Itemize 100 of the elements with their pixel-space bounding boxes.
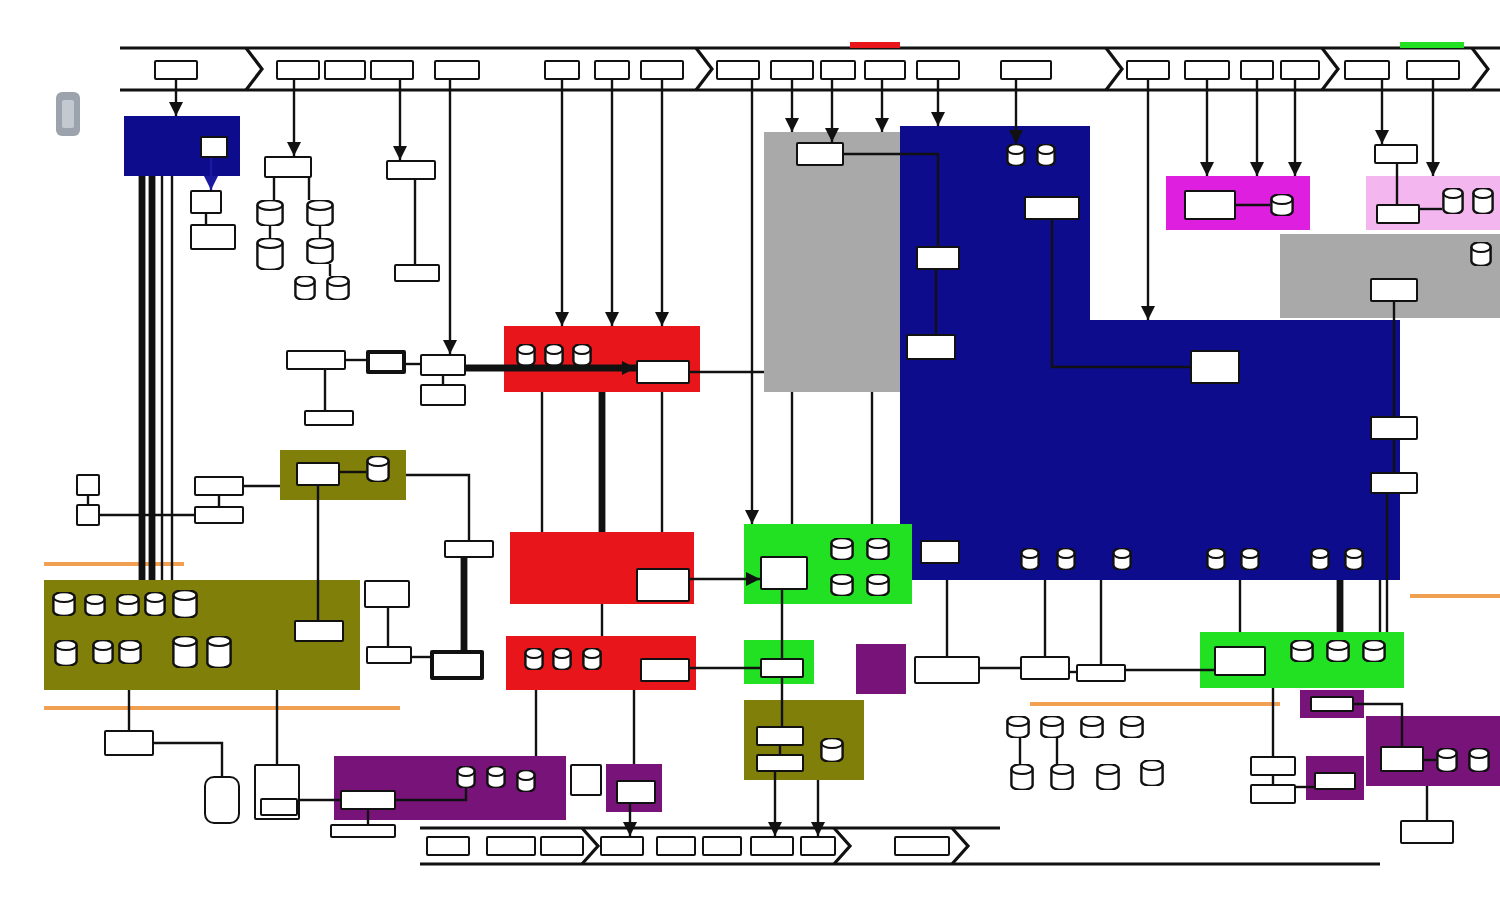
cylinder-symbol [1470, 242, 1492, 266]
connector-line [1296, 785, 1314, 789]
connector-line [1395, 164, 1399, 204]
connector-line [441, 376, 445, 384]
cylinder-symbol [1050, 764, 1074, 790]
connector-line [1043, 580, 1047, 656]
unit-box [190, 190, 222, 214]
connector-line [690, 370, 764, 374]
unit-box [916, 246, 960, 270]
connector-line [393, 80, 407, 160]
connector-line [217, 496, 221, 506]
unit-box [386, 160, 436, 180]
connector-line [1126, 668, 1214, 672]
unit-box [570, 764, 602, 796]
connector-line [1420, 207, 1442, 211]
unit-box [1380, 746, 1424, 772]
connector-line [1141, 80, 1155, 320]
unit-box [1280, 60, 1320, 80]
unit-box [200, 136, 228, 158]
unit-box [636, 360, 690, 384]
unit-box [760, 556, 808, 590]
unit-box [1126, 60, 1170, 80]
unit-box [1020, 656, 1070, 680]
connector-line [272, 178, 276, 200]
connector-line [870, 392, 874, 524]
unit-box [750, 836, 794, 856]
unit-box [920, 540, 960, 564]
unit-box [544, 60, 580, 80]
group-panel [44, 580, 360, 690]
cylinder-symbol [866, 574, 890, 596]
connector-line [844, 152, 940, 246]
connector-line [655, 80, 669, 326]
group-panel [506, 636, 696, 690]
unit-box [340, 790, 396, 810]
connector-line [690, 572, 760, 586]
unit-box [1250, 756, 1296, 776]
unit-box [716, 60, 760, 80]
connector-line [598, 392, 606, 532]
unit-box [304, 410, 354, 426]
cylinder-symbol [92, 640, 114, 664]
cylinder-symbol [1362, 640, 1386, 662]
unit-box [366, 646, 412, 664]
cylinder-symbol [866, 538, 890, 560]
cylinder-symbol [206, 636, 232, 668]
cylinder-symbol [820, 738, 844, 762]
cylinder-symbol [516, 344, 536, 366]
connector-line [307, 178, 311, 200]
unit-box [370, 60, 414, 80]
cylinder-symbol [516, 770, 536, 792]
unit-box [394, 264, 440, 282]
unit-box [540, 836, 584, 856]
cylinder-symbol [116, 594, 140, 616]
cylinder-symbol [1006, 144, 1026, 166]
cylinder-symbol [366, 456, 390, 482]
cylinder-symbol [1310, 548, 1330, 570]
connector-line [875, 80, 889, 132]
group-panel [900, 126, 1090, 320]
unit-box [204, 776, 240, 824]
connector-line [287, 80, 301, 156]
group-panel [856, 644, 906, 694]
unit-box [276, 60, 320, 80]
unit-box [1310, 696, 1354, 712]
group-panel [764, 132, 900, 392]
connector-line [1018, 738, 1022, 764]
cylinder-symbol [144, 592, 166, 616]
unit-box [600, 836, 644, 856]
unit-box [76, 474, 100, 496]
connector-line [780, 590, 784, 658]
group-panel [334, 756, 566, 820]
cylinder-symbol [172, 636, 198, 668]
unit-box [324, 60, 366, 80]
cylinder-symbol [84, 594, 106, 616]
connector-line [366, 810, 370, 824]
connector-line [1392, 302, 1396, 416]
cylinder-symbol [544, 344, 564, 366]
group-panel [510, 532, 694, 604]
unit-box [364, 580, 410, 608]
cylinder-symbol [1080, 716, 1104, 738]
unit-box [756, 754, 804, 772]
unit-box [330, 824, 396, 838]
unit-box [430, 650, 484, 680]
connector-line [980, 666, 1020, 670]
connector-line [1385, 494, 1389, 632]
connector-line [1099, 580, 1103, 664]
connector-line [934, 270, 938, 334]
connector-line [780, 678, 784, 726]
connector-line [323, 370, 327, 410]
group-panel [1300, 690, 1364, 718]
connector-line [1271, 776, 1275, 784]
cylinder-symbol [1056, 548, 1076, 570]
connector-line [555, 80, 569, 326]
group-panel [504, 326, 700, 392]
connector-line [204, 158, 218, 190]
unit-box [796, 142, 844, 166]
cylinder-symbol [52, 592, 76, 616]
unit-box [294, 620, 344, 642]
cylinder-symbol [1096, 764, 1120, 790]
unit-box [1344, 60, 1390, 80]
cylinder-symbol [118, 640, 142, 664]
cylinder-symbol [54, 640, 78, 666]
